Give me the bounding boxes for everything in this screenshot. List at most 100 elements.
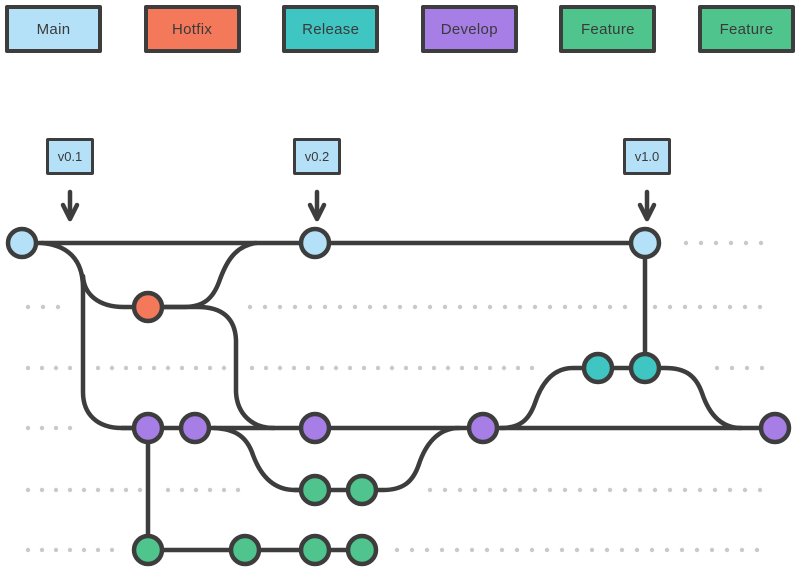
commit-node-feature [298,473,332,507]
lane-dot-feature-2 [514,547,520,553]
commit-node-feature [228,533,262,567]
lane-dot-feature-1 [667,487,673,493]
lane-dot-feature-2 [679,547,685,553]
lane-dot-hotfix [742,304,748,310]
lane-dot-release [389,365,395,371]
lane-dot-feature-1 [532,487,538,493]
lane-dot-release [361,365,367,371]
lane-dot-feature-2 [81,547,87,553]
version-tag-label: v0.1 [57,149,83,164]
lane-dot-feature-2 [39,547,45,553]
lane-dot-develop [67,425,73,431]
lane-dot-feature-2 [409,547,415,553]
lane-dot-feature-1 [165,487,171,493]
lane-dot-release [729,365,735,371]
lane-dot-feature-1 [235,487,241,493]
lane-dot-hotfix [652,304,658,310]
lane-dot-feature-2 [53,547,59,553]
lane-dot-feature-1 [637,487,643,493]
commit-node-develop [298,411,332,445]
lane-dot-develop [39,425,45,431]
lane-dot-feature-1 [727,487,733,493]
legend-box-feature-4: Feature [559,5,657,53]
lane-dot-hotfix [472,304,478,310]
lane-dot-feature-1 [25,487,31,493]
edge-main-to-develop-branch [39,240,151,431]
commit-node-feature [345,533,379,567]
lane-dot-feature-1 [547,487,553,493]
lane-dot-feature-1 [207,487,213,493]
lane-dot-feature-2 [634,547,640,553]
lane-dot-feature-2 [739,547,745,553]
lane-dot-feature-2 [664,547,670,553]
lane-dot-hotfix [607,304,613,310]
commit-node-main [628,226,662,260]
lane-dot-feature-2 [589,547,595,553]
lane-dot-release [459,365,465,371]
lane-dot-release [263,365,269,371]
lane-dot-release [501,365,507,371]
lane-dot-hotfix [592,304,598,310]
lane-dot-feature-2 [529,547,535,553]
lane-dot-main [758,240,764,246]
lane-dot-feature-1 [712,487,718,493]
lane-dot-release [487,365,493,371]
lane-dot-feature-2 [454,547,460,553]
lane-dot-release [151,365,157,371]
lane-dot-hotfix [502,304,508,310]
edge-hotfix-merge-develop [145,304,277,431]
lane-dot-release [445,365,451,371]
lane-dot-feature-1 [39,487,45,493]
lane-dot-main [728,240,734,246]
lane-dot-release [25,365,31,371]
commit-node-main [5,226,39,260]
lane-dot-hotfix [55,304,61,310]
version-tag-label: v0.2 [304,149,330,164]
lane-dot-release [39,365,45,371]
lane-dot-hotfix [352,304,358,310]
lane-dot-feature-1 [682,487,688,493]
lane-dot-feature-2 [619,547,625,553]
lane-dot-hotfix [277,304,283,310]
lane-dot-hotfix [532,304,538,310]
legend-label: Develop [440,20,498,38]
lane-dot-feature-1 [697,487,703,493]
lane-dot-feature-2 [544,547,550,553]
lane-dot-release [123,365,129,371]
lane-dot-feature-1 [81,487,87,493]
lane-dot-hotfix [25,304,31,310]
commit-node-main [298,226,332,260]
lane-dot-main [743,240,749,246]
lane-dot-release [95,365,101,371]
edge-feature1-branch [211,425,318,493]
lane-dot-hotfix [247,304,253,310]
lane-dot-feature-1 [577,487,583,493]
lane-dot-feature-2 [95,547,101,553]
legend-label: Hotfix [172,20,213,38]
lane-dot-release [403,365,409,371]
lane-dot-release [744,365,750,371]
tag-arrow-head-v0.1 [60,202,80,222]
lane-dot-hotfix [757,304,763,310]
lane-dot-release [347,365,353,371]
lane-dot-feature-1 [502,487,508,493]
commit-node-develop [131,411,165,445]
lane-dot-hotfix [292,304,298,310]
lane-dot-release [137,365,143,371]
lane-dot-release [714,365,720,371]
lane-dot-release [221,365,227,371]
lane-dot-hotfix [487,304,493,310]
lane-dot-hotfix [322,304,328,310]
lane-dot-hotfix [457,304,463,310]
lane-dot-hotfix [727,304,733,310]
lane-dot-hotfix [517,304,523,310]
legend-label: Main [36,20,71,38]
lane-dot-release [431,365,437,371]
lane-dot-feature-2 [499,547,505,553]
lane-dot-hotfix [397,304,403,310]
lane-dot-feature-1 [221,487,227,493]
lane-dot-release [291,365,297,371]
lane-dot-hotfix [697,304,703,310]
lane-dot-feature-2 [484,547,490,553]
